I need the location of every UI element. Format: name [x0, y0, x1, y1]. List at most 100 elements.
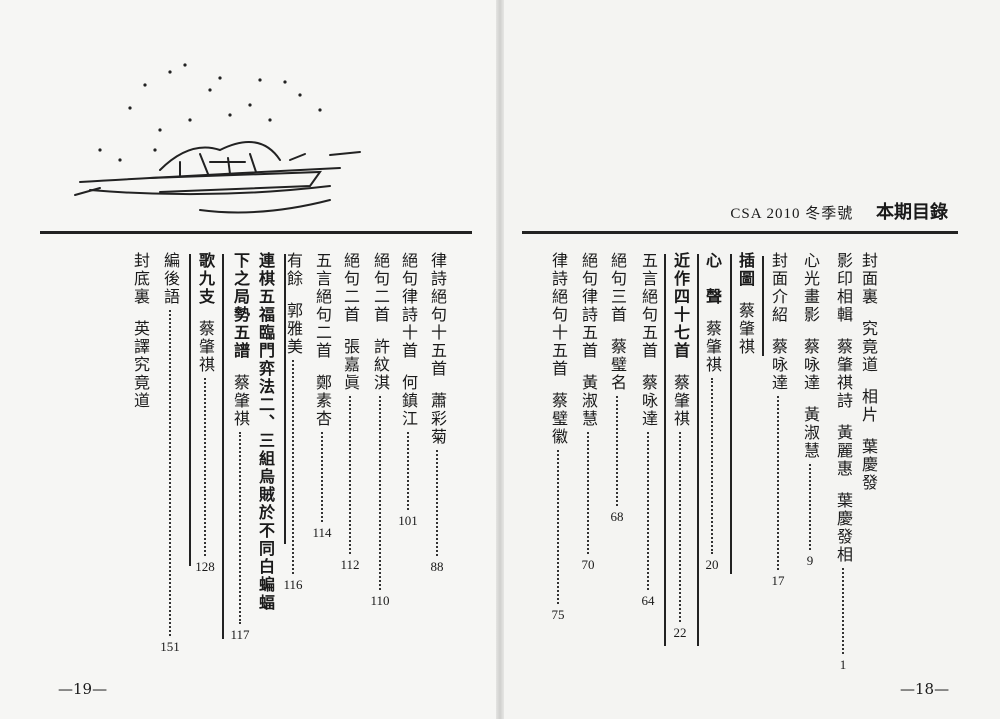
leader-dots	[777, 396, 779, 570]
entry-title: 律詩絕句十五首	[549, 252, 568, 378]
section-bar	[222, 254, 224, 639]
leader-dots	[842, 568, 844, 654]
entry-title: 影印相輯	[834, 252, 853, 324]
entry-title: 律詩絕句十五首	[428, 252, 447, 378]
section-bar	[664, 254, 666, 646]
leader-dots	[379, 396, 381, 590]
page-number: 22	[673, 625, 687, 640]
leader-dots	[292, 360, 294, 574]
page-number: 116	[283, 577, 303, 592]
toc-entry: 律詩絕句十五首 蕭彩菊 88	[426, 252, 448, 574]
entry-author: 蔡肇祺	[703, 320, 722, 374]
leader-dots	[587, 432, 589, 554]
toc-entry: 絕句律詩五首 黃淑慧 70	[577, 252, 599, 572]
page-number: 114	[312, 525, 332, 540]
page-folio: —18—	[900, 680, 950, 698]
left-page: 律詩絕句十五首 蕭彩菊 88 絕句律詩十首 何鎮江 101 絕句二首 許紋淇 1…	[0, 0, 498, 719]
page-number: 9	[806, 553, 814, 568]
leader-dots	[809, 464, 811, 550]
toc-entry: 下之局勢五譜 蔡肇祺 117	[229, 252, 251, 642]
page-number: 70	[581, 557, 595, 572]
section-bar	[730, 254, 732, 574]
entry-title: 絕句律詩十首	[399, 252, 418, 360]
toc-entry: 心 聲 蔡肇祺 20	[701, 252, 723, 572]
book-gutter	[496, 0, 504, 719]
entry-title: 封面介紹	[769, 252, 788, 324]
entry-author: 蔡璧徽	[549, 392, 568, 446]
entry-title: 絕句二首	[371, 252, 390, 324]
toc-entry: 絕句二首 許紋淇 110	[369, 252, 391, 608]
page-folio: —19—	[58, 680, 108, 698]
toc-entry: 五言絕句二首 鄭素杏 114	[311, 252, 333, 540]
entry-author: 郭雅美	[284, 302, 303, 356]
entry-title: 連棋五福臨門弈法二、三組烏賊於不同白蝙蝠	[256, 252, 275, 612]
leader-dots	[557, 450, 559, 604]
entry-author: 蕭彩菊	[428, 392, 447, 446]
leader-dots	[711, 378, 713, 554]
entry-author: 蔡咏達	[801, 338, 820, 392]
entry-author: 黃淑慧	[579, 374, 598, 428]
entry-title: 心光畫影	[801, 252, 820, 324]
toc-entry: 影印相輯 蔡肇祺詩 黃麗惠 葉慶發相 1	[832, 252, 854, 672]
toc-entry: 絕句律詩十首 何鎮江 101	[397, 252, 419, 528]
toc-entry: 封底裏 英譯究竟道	[129, 252, 151, 452]
entry-author: 蔡肇祺	[196, 320, 215, 374]
toc-entry: 連棋五福臨門弈法二、三組烏賊於不同白蝙蝠	[254, 252, 276, 632]
leader-dots	[169, 310, 171, 636]
leader-dots	[647, 432, 649, 590]
leader-dots	[321, 432, 323, 522]
toc-entry: 心光畫影 蔡咏達 黃淑慧 9	[799, 252, 821, 568]
entry-title: 編後語	[161, 252, 180, 306]
toc-entry: 編後語 151	[159, 252, 181, 654]
section-bar	[762, 256, 764, 356]
leader-dots	[349, 396, 351, 554]
toc-entry: 絕句二首 張嘉眞 112	[339, 252, 361, 572]
page-number: 17	[771, 573, 785, 588]
leader-dots	[679, 432, 681, 622]
entry-title: 心 聲	[703, 252, 722, 306]
entry-author: 蔡璧名	[608, 338, 627, 392]
toc-title: 本期目錄	[876, 202, 948, 223]
entry-author: 黃麗惠	[834, 424, 853, 478]
magazine-issue: CSA 2010 冬季號	[730, 206, 854, 222]
entry-author: 何鎮江	[399, 374, 418, 428]
entry-detail: 究竟道	[859, 320, 878, 374]
entry-author: 英譯究竟道	[131, 320, 150, 410]
entry-title: 絕句二首	[341, 252, 360, 324]
entry-author: 張嘉眞	[341, 338, 360, 392]
section-bar	[284, 254, 286, 544]
header-rule	[522, 231, 958, 234]
section-bar	[697, 254, 699, 646]
page-number: 151	[160, 639, 180, 654]
entry-author: 蔡咏達	[769, 338, 788, 392]
entry-author: 蔡肇祺	[231, 374, 250, 428]
header-rule	[40, 231, 472, 234]
entry-author: 葉慶發	[859, 438, 878, 492]
entry-detail: 相片	[859, 388, 878, 424]
toc-entry: 律詩絕句十五首 蔡璧徽 75	[547, 252, 569, 622]
house-sketch-illustration	[74, 63, 361, 214]
entry-title: 插圖	[736, 252, 755, 288]
page-number: 117	[230, 627, 250, 642]
page-number: 88	[430, 559, 444, 574]
toc-entry: 插圖 蔡肇祺	[734, 252, 756, 372]
entry-author: 許紋淇	[371, 338, 390, 392]
entry-author: 蔡肇祺	[671, 374, 690, 428]
entry-title: 封底裏	[131, 252, 150, 306]
leader-dots	[239, 432, 241, 624]
entry-title: 五言絕句二首	[313, 252, 332, 360]
entry-title: 絕句三首	[608, 252, 627, 324]
page-number: 75	[551, 607, 565, 622]
page-number: 68	[610, 509, 624, 524]
toc-entry: 五言絕句五首 蔡咏達 64	[637, 252, 659, 608]
leader-dots	[616, 396, 618, 506]
entry-author: 蔡咏達	[639, 374, 658, 428]
toc-entry: 有餘 郭雅美 116	[282, 252, 304, 592]
page-number: 20	[705, 557, 719, 572]
page-number: 110	[370, 593, 390, 608]
toc-entry: 近作四十七首 蔡肇祺 22	[669, 252, 691, 640]
page-header: CSA 2010 冬季號 本期目錄	[730, 198, 948, 224]
page-number: 1	[839, 657, 847, 672]
entry-title: 下之局勢五譜	[231, 252, 250, 360]
